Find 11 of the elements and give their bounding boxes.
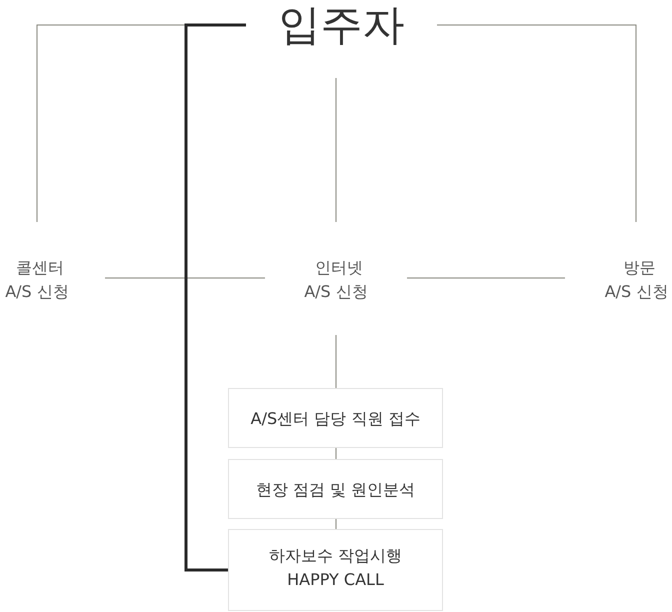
process-box: [228, 529, 443, 611]
channel-label: 방문 A/S 신청: [565, 222, 672, 312]
connector-line: [436, 24, 636, 222]
process-box: 현장 점검 및 원인분석: [228, 459, 443, 519]
step-subtext: HAPPY CALL: [286, 569, 385, 591]
step-text: 하자보수 작업시행: [268, 545, 404, 567]
channel-label: 인터넷 A/S 신청: [265, 222, 407, 335]
channel-label: 콜센터 A/S 신청: [0, 222, 105, 312]
connector-line: [184, 24, 246, 572]
process-box: A/S센터 담당 직원 접수: [228, 388, 443, 448]
title-text: 입주자: [246, 0, 437, 78]
